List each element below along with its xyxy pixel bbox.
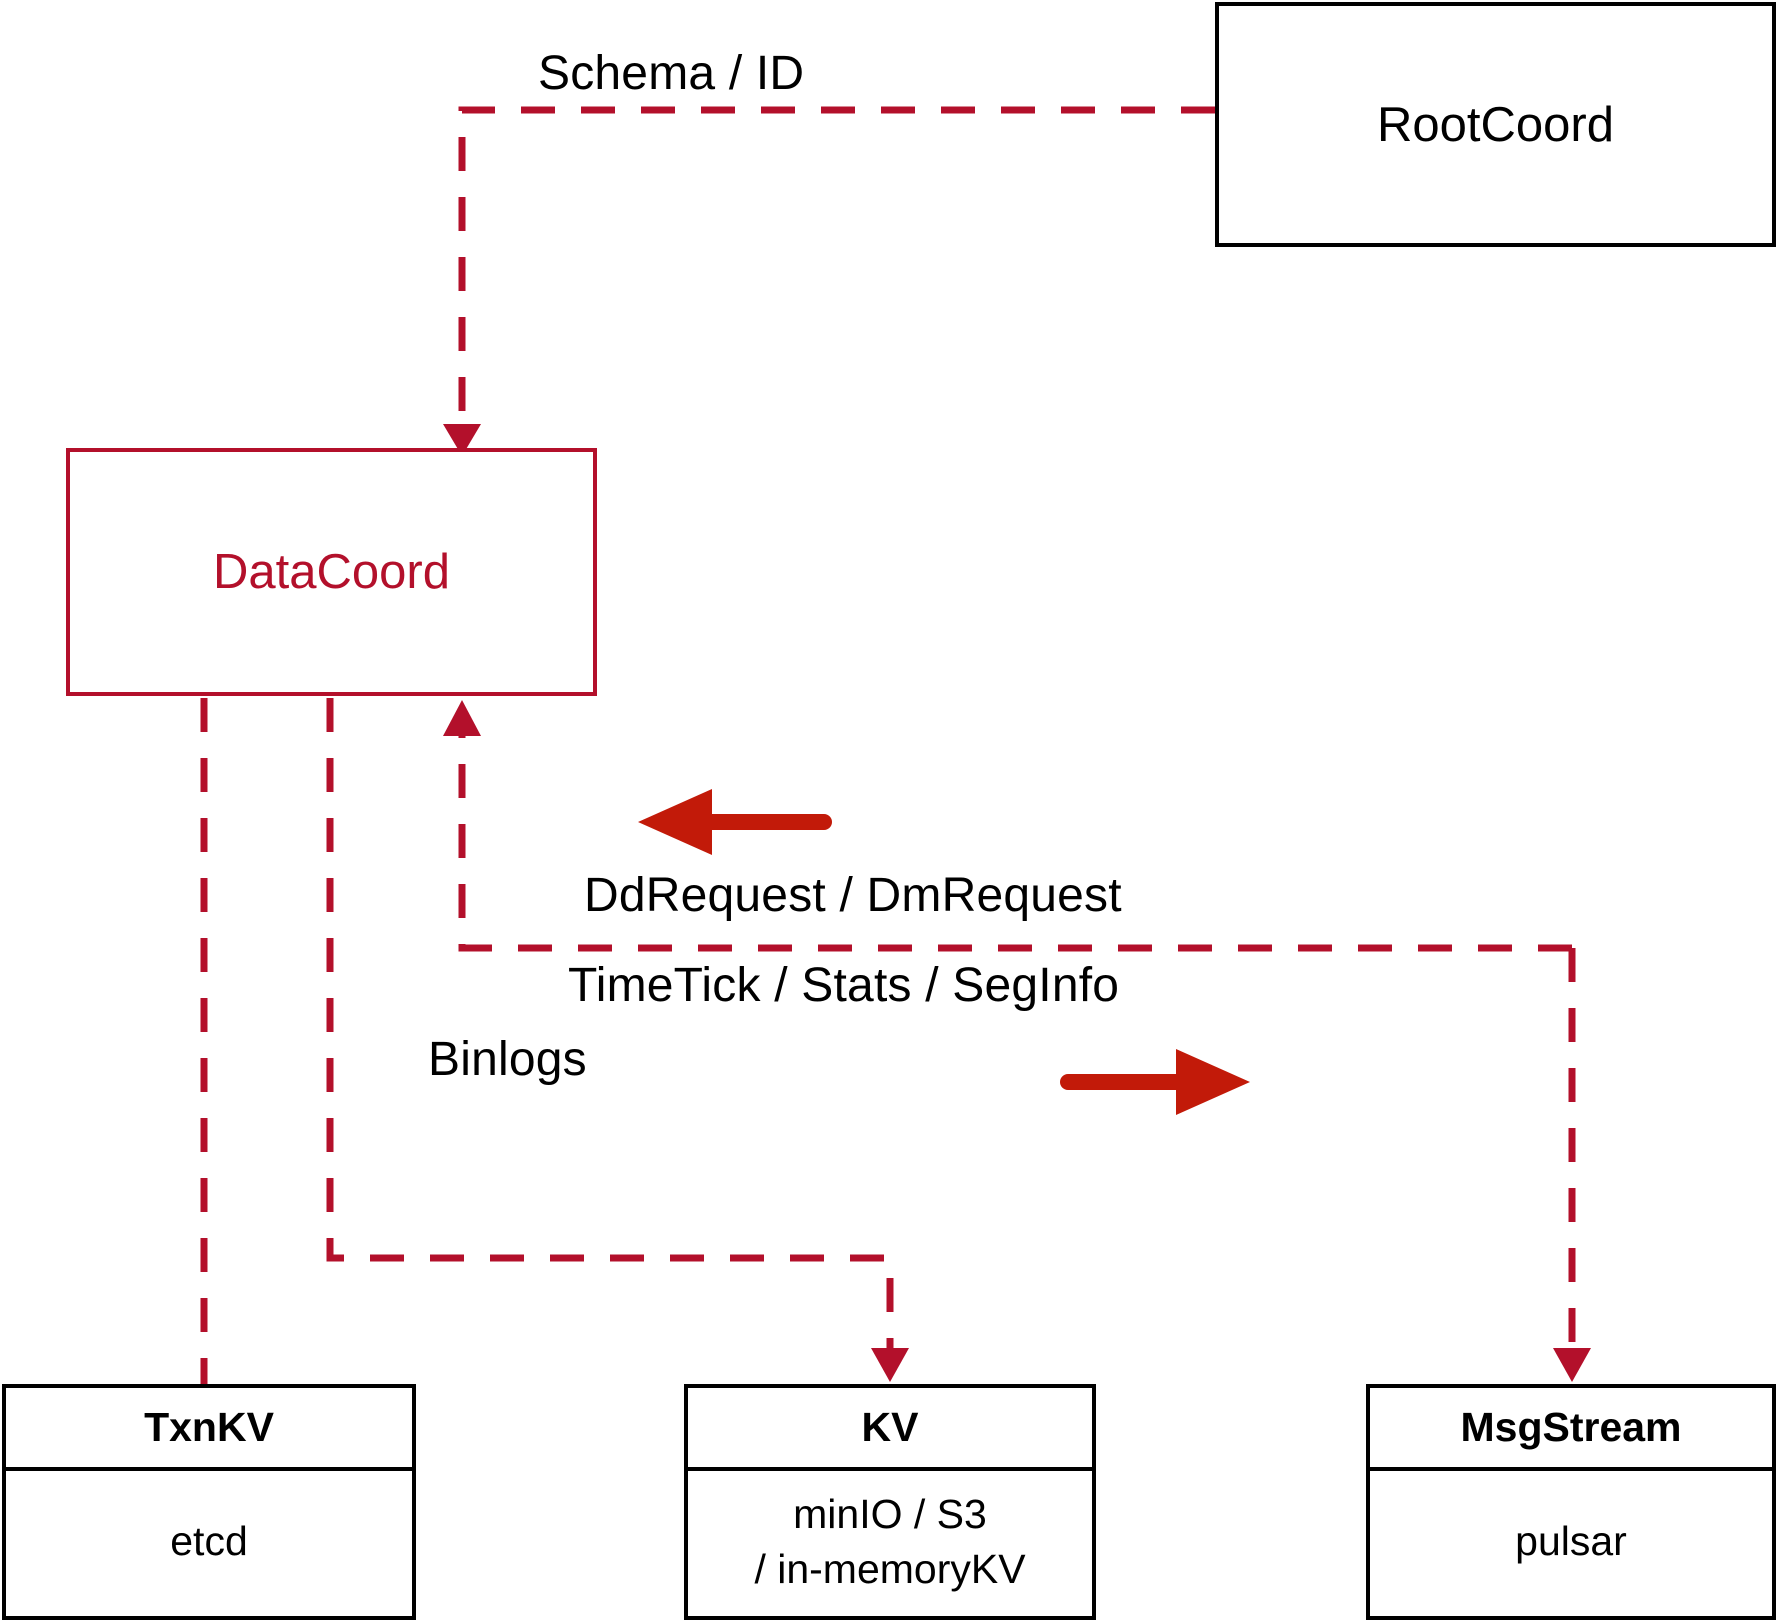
node-rootcoord[interactable]: RootCoord — [1215, 2, 1776, 247]
edge-msgstream-to-datacoord — [443, 700, 1572, 952]
node-txnkv[interactable]: TxnKV etcd — [2, 1384, 416, 1620]
node-kv-subtitle-line2: / in-memoryKV — [754, 1545, 1026, 1592]
node-msgstream-divider — [1370, 1467, 1772, 1471]
edge-datacoord-to-kv — [326, 698, 909, 1382]
node-rootcoord-label: RootCoord — [1377, 97, 1614, 152]
edge-label-binlogs: Binlogs — [428, 1033, 587, 1086]
node-txnkv-title: TxnKV — [144, 1404, 274, 1450]
edge-rootcoord-to-datacoord — [443, 106, 1215, 456]
node-datacoord-label: DataCoord — [213, 545, 450, 599]
edge-label-ddrequest-dmrequest: DdRequest / DmRequest — [584, 869, 1122, 922]
edge-label-schema-id: Schema / ID — [538, 47, 805, 100]
node-kv-divider — [688, 1467, 1092, 1471]
direction-arrow-left-icon — [638, 789, 832, 855]
direction-arrow-right-icon — [1060, 1049, 1250, 1115]
node-kv-subtitle: minIO / S3 / in-memoryKV — [688, 1467, 1092, 1616]
node-txnkv-divider — [6, 1467, 412, 1471]
node-kv[interactable]: KV minIO / S3 / in-memoryKV — [684, 1384, 1096, 1620]
node-msgstream[interactable]: MsgStream pulsar — [1366, 1384, 1776, 1620]
node-msgstream-title: MsgStream — [1460, 1404, 1682, 1450]
edge-label-timetick-stats-seginfo: TimeTick / Stats / SegInfo — [568, 959, 1120, 1012]
node-datacoord[interactable]: DataCoord — [66, 448, 597, 696]
node-kv-subtitle-line1: minIO / S3 — [793, 1491, 987, 1538]
node-kv-title: KV — [861, 1404, 919, 1450]
edge-datacoord-to-msgstream — [1553, 948, 1591, 1382]
node-txnkv-subtitle: etcd — [170, 1518, 248, 1565]
node-msgstream-subtitle: pulsar — [1515, 1518, 1627, 1565]
